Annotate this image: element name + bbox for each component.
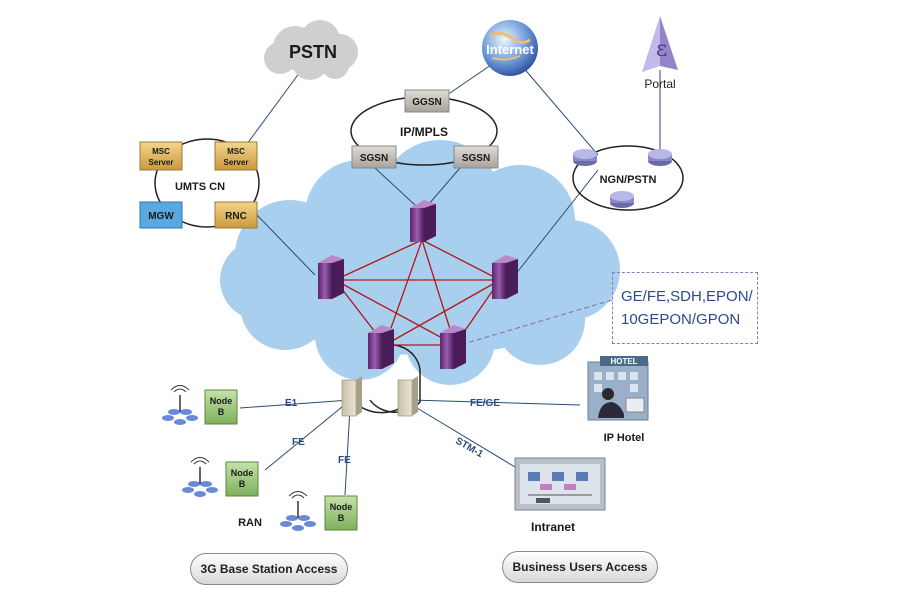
msc-left-line2: Server — [149, 158, 174, 167]
pstn-label: PSTN — [289, 42, 337, 62]
access-tech-callout: GE/FE,SDH,EPON/ 10GEPON/GPON — [612, 272, 758, 344]
msc-left-line1: MSC — [152, 147, 170, 156]
ip-hotel-icon — [587, 356, 649, 421]
sgsn-box-right — [453, 145, 499, 169]
node-b-2-line1: Node — [231, 468, 254, 478]
rnc-label: RNC — [225, 211, 247, 222]
node-b-2 — [182, 457, 259, 497]
mgw-box — [139, 201, 183, 229]
ip-hotel-label: IP Hotel — [604, 432, 645, 444]
portal-icon: ɛ — [642, 16, 678, 72]
mgw-label: MGW — [148, 211, 174, 222]
ggsn-label: GGSN — [412, 97, 441, 108]
msc-right-line1: MSC — [227, 147, 245, 156]
node-b-3-line1: Node — [330, 502, 353, 512]
portal-label: Portal — [644, 77, 675, 91]
node-b-3 — [280, 491, 358, 531]
msc-server-left — [139, 141, 183, 171]
callout-line1: GE/FE,SDH,EPON/ — [621, 288, 753, 305]
internet-label: Internet — [486, 42, 534, 57]
ngn-router-left — [573, 149, 597, 166]
umts-cn-label: UMTS CN — [175, 181, 225, 193]
link-fe-left-label: FE — [292, 437, 305, 448]
internet-globe — [482, 20, 538, 76]
msc-right-line2: Server — [224, 158, 249, 167]
callout-line2: 10GEPON/GPON — [621, 311, 741, 328]
node-b-1-line2: B — [218, 407, 225, 417]
ggsn-box — [404, 89, 450, 113]
ngn-pstn-label: NGN/PSTN — [600, 174, 657, 186]
node-b-3-line2: B — [338, 513, 345, 523]
sgsn-left-label: SGSN — [360, 153, 388, 164]
core-router-top — [410, 200, 436, 242]
pstn-cloud — [264, 20, 358, 80]
msc-server-right — [214, 141, 258, 171]
connection-lines — [239, 51, 661, 496]
core-router-bottom-left — [368, 325, 394, 369]
node-b-1 — [162, 385, 238, 425]
footer-3g-access: 3G Base Station Access — [190, 553, 348, 585]
portal-glyph: ɛ — [656, 37, 667, 62]
rnc-box — [214, 201, 258, 229]
access-switch-left — [341, 376, 362, 417]
link-e1-label: E1 — [285, 398, 298, 409]
node-b-1-line1: Node — [210, 396, 233, 406]
link-fe-bottom-label: FE — [338, 455, 351, 466]
footer-business-access: Business Users Access — [502, 551, 658, 583]
ip-mpls-label: IP/MPLS — [400, 125, 448, 139]
sgsn-box-left — [351, 145, 397, 169]
link-fe-ge-label: FE/GE — [470, 398, 500, 409]
ran-label: RAN — [238, 517, 262, 529]
core-router-bottom-right — [440, 325, 466, 369]
ngn-router-right — [648, 149, 672, 166]
access-switch-right — [397, 376, 418, 417]
core-cloud — [220, 140, 620, 385]
core-router-right — [492, 255, 518, 299]
intranet-icon — [514, 457, 606, 511]
sgsn-right-label: SGSN — [462, 153, 490, 164]
hotel-sign: HOTEL — [610, 357, 637, 366]
callout-pointer — [459, 299, 613, 346]
node-b-2-line2: B — [239, 479, 246, 489]
intranet-label: Intranet — [531, 520, 575, 534]
core-router-left — [318, 255, 344, 299]
ngn-router-bottom — [610, 191, 634, 208]
